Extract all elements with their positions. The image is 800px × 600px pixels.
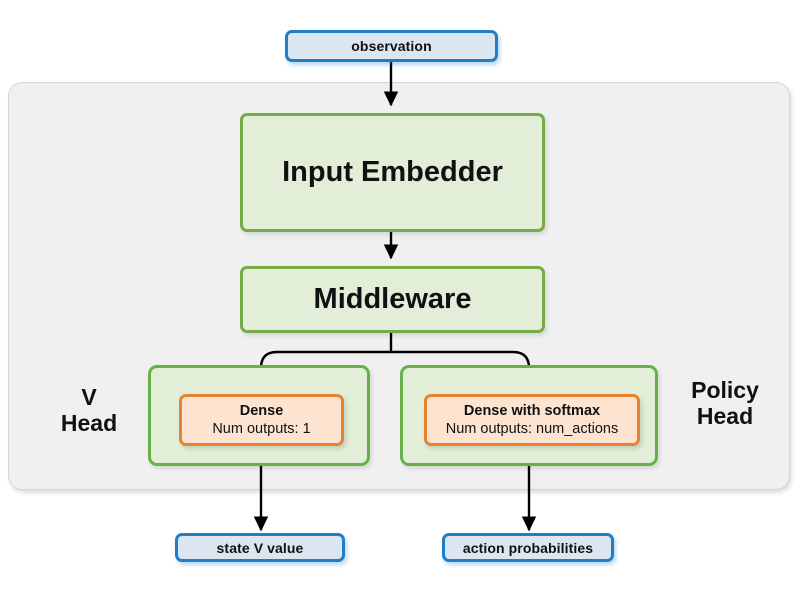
node-observation-label: observation <box>351 38 432 54</box>
node-v-head-dense-subtitle: Num outputs: 1 <box>212 421 311 437</box>
node-middleware-label: Middleware <box>313 283 472 315</box>
node-policy-head-dense-title: Dense with softmax <box>463 402 601 419</box>
caption-policy-head: Policy Head <box>691 377 759 429</box>
node-v-head-dense-title: Dense <box>239 402 284 419</box>
node-policy-head-dense-subtitle: Num outputs: num_actions <box>445 421 619 437</box>
caption-v-head: V Head <box>60 384 118 436</box>
node-input-embedder[interactable]: Input Embedder <box>240 113 545 232</box>
group-policy-head[interactable]: Dense with softmax Num outputs: num_acti… <box>400 365 658 466</box>
node-state-v-value[interactable]: state V value <box>175 533 345 562</box>
node-middleware[interactable]: Middleware <box>240 266 545 333</box>
node-action-probabilities-label: action probabilities <box>462 539 594 556</box>
node-v-head-dense[interactable]: Dense Num outputs: 1 <box>179 394 344 446</box>
group-v-head[interactable]: Dense Num outputs: 1 <box>148 365 370 466</box>
node-input-embedder-label: Input Embedder <box>282 156 503 188</box>
node-observation[interactable]: observation <box>285 30 498 62</box>
node-policy-head-dense[interactable]: Dense with softmax Num outputs: num_acti… <box>424 394 640 446</box>
node-state-v-value-label: state V value <box>216 539 304 556</box>
node-action-probabilities[interactable]: action probabilities <box>442 533 614 562</box>
